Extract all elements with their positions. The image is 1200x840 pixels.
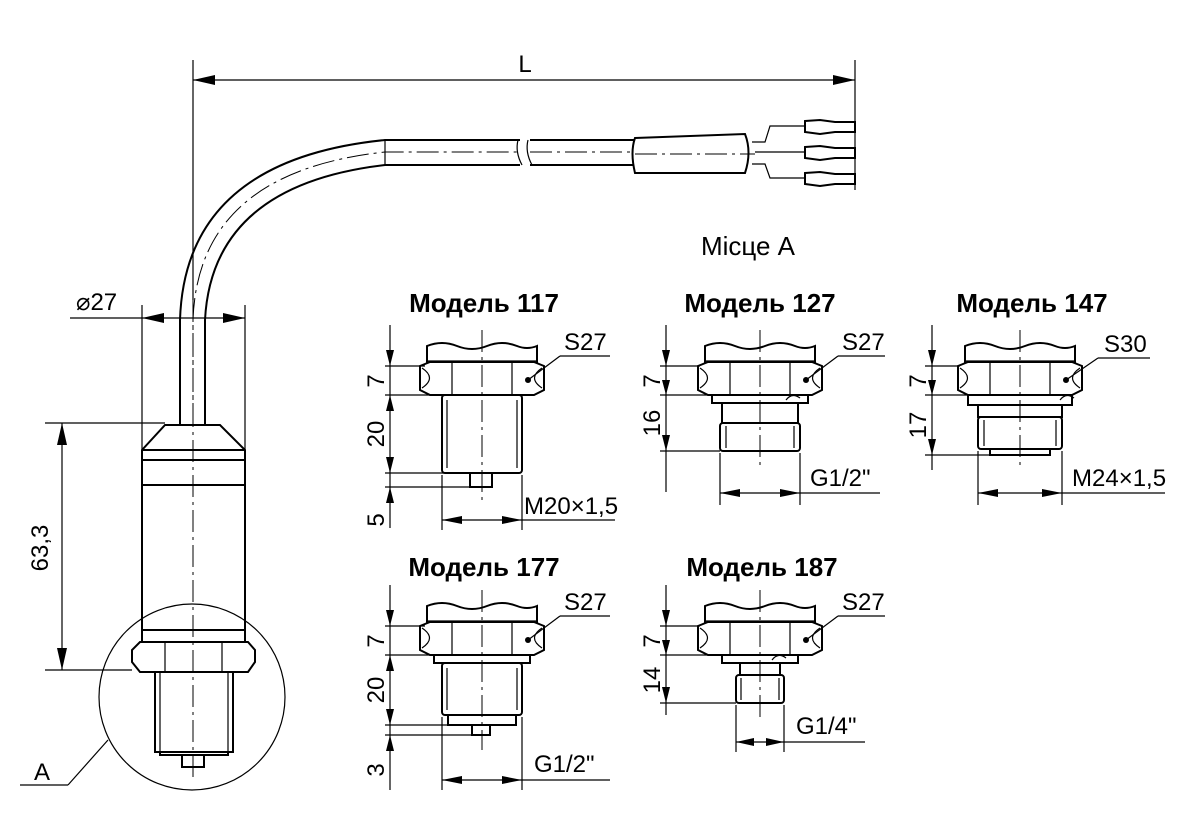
dim-body: 17 xyxy=(905,412,932,439)
diameter-dimension xyxy=(70,305,246,450)
dim-nut: 7 xyxy=(363,634,390,647)
main-sensor xyxy=(20,118,856,791)
dim-nut: 7 xyxy=(639,634,666,647)
thread-label: G1/2" xyxy=(534,751,595,778)
dim-body: 16 xyxy=(639,410,666,437)
model-147: Модель 147 S30 7 17 M24×1,5 xyxy=(905,288,1166,505)
thread-label: M20×1,5 xyxy=(524,493,618,520)
model-title: Модель 147 xyxy=(956,288,1107,318)
dim-nut: 7 xyxy=(639,374,666,387)
dim-body: 20 xyxy=(363,421,390,448)
dim-tip: 5 xyxy=(363,513,390,526)
length-label: L xyxy=(518,51,531,78)
thread-label: G1/4" xyxy=(796,713,857,740)
hex-size-label: S27 xyxy=(842,589,885,616)
model-title: Модель 187 xyxy=(686,552,837,582)
hex-size-label: S30 xyxy=(1104,331,1147,358)
dim-nut: 7 xyxy=(905,374,932,387)
detail-marker: A xyxy=(34,759,50,786)
model-187: Модель 187 S27 7 14 G1/4" xyxy=(639,552,885,752)
dim-nut: 7 xyxy=(363,374,390,387)
dim-body: 14 xyxy=(639,667,666,694)
detail-title: Місце А xyxy=(701,231,796,261)
height-label: 63,3 xyxy=(27,525,54,572)
thread-label: G1/2" xyxy=(810,465,871,492)
model-title: Модель 117 xyxy=(409,288,559,318)
model-127: Модель 127 S27 7 16 G1/2" xyxy=(639,288,885,505)
model-177: Модель 177 S27 7 20 3 G1/2" xyxy=(363,552,610,790)
thread-label: M24×1,5 xyxy=(1072,465,1166,492)
model-title: Модель 177 xyxy=(408,552,559,582)
dim-tip: 3 xyxy=(363,763,390,776)
dim-body: 20 xyxy=(363,677,390,704)
model-117: Модель 117 S27 7 20 5 M20×1,5 xyxy=(363,288,618,530)
hex-size-label: S27 xyxy=(842,329,885,356)
model-title: Модель 127 xyxy=(684,288,835,318)
height-dimension xyxy=(45,422,165,671)
hex-size-label: S27 xyxy=(564,589,607,616)
hex-size-label: S27 xyxy=(564,329,607,356)
diameter-label: ⌀27 xyxy=(76,289,117,316)
length-dimension xyxy=(192,60,856,300)
